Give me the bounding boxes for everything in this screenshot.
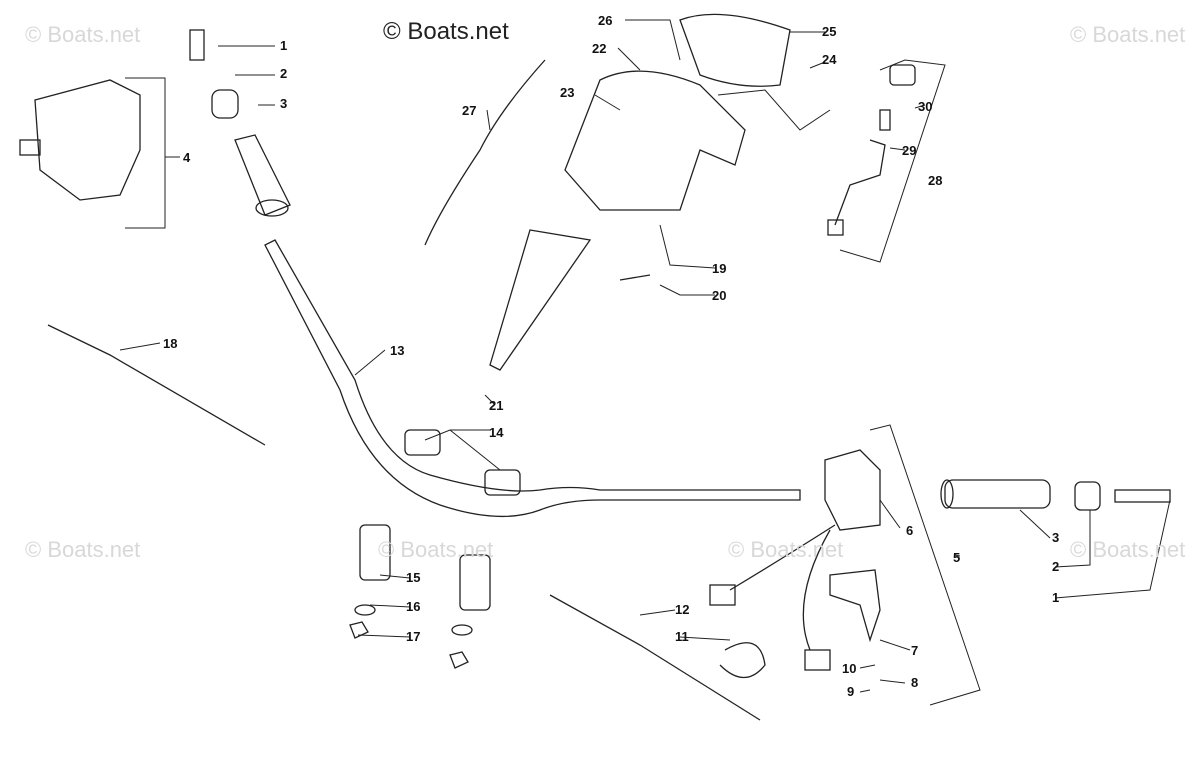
callout-17: 17 xyxy=(406,629,421,644)
callout-22: 22 xyxy=(592,41,607,56)
throttle-assembly-4 xyxy=(34,79,141,201)
handlebar xyxy=(264,239,801,518)
watermark-main: © Boats.net xyxy=(383,18,509,45)
callout-16: 16 xyxy=(406,599,421,614)
hood-cover-23 xyxy=(564,70,746,211)
callout-1: 1 xyxy=(280,38,288,53)
watermark: © Boats.net xyxy=(1070,537,1186,562)
callout-4: 4 xyxy=(183,150,191,165)
callout-19: 19 xyxy=(712,261,727,276)
cable-18 xyxy=(47,324,266,446)
callout-29: 29 xyxy=(902,143,917,158)
cable-12 xyxy=(549,594,761,721)
callout-5: 5 xyxy=(953,550,961,565)
watermark: © Boats.net xyxy=(378,537,494,562)
bracket-20 xyxy=(489,229,651,371)
callout-27: 27 xyxy=(462,103,477,118)
callout-28: 28 xyxy=(928,173,943,188)
switch-housing-6 xyxy=(824,449,881,531)
riser-15a xyxy=(359,524,391,581)
callout-14: 14 xyxy=(489,425,504,440)
riser-15b xyxy=(459,554,491,611)
watermark: © Boats.net xyxy=(1070,22,1186,47)
watermark: © Boats.net xyxy=(25,537,141,562)
grip-3-left xyxy=(234,134,291,216)
callout-2: 2 xyxy=(280,66,288,81)
bolt-1-right xyxy=(1114,489,1171,503)
callout-13: 13 xyxy=(390,343,405,358)
callout-24: 24 xyxy=(822,52,837,67)
callout-2-right: 2 xyxy=(1052,559,1060,574)
callout-9: 9 xyxy=(847,684,855,699)
callout-1-right: 1 xyxy=(1052,590,1060,605)
callout-20: 20 xyxy=(712,288,727,303)
end-weight-2-right xyxy=(1074,481,1101,511)
watermark: © Boats.net xyxy=(25,22,141,47)
switch-7 xyxy=(829,569,881,643)
callout-8: 8 xyxy=(911,675,919,690)
callout-21: 21 xyxy=(489,398,504,413)
callout-3: 3 xyxy=(280,96,288,111)
callout-10: 10 xyxy=(842,661,857,676)
watermark: © Boats.net xyxy=(728,537,844,562)
callout-23: 23 xyxy=(560,85,575,100)
callout-11: 11 xyxy=(675,629,689,644)
clamp-14b xyxy=(484,469,521,496)
callout-15: 15 xyxy=(406,570,421,585)
callout-18: 18 xyxy=(163,336,178,351)
end-weight-2-left xyxy=(211,89,239,119)
clip-11 xyxy=(719,642,766,679)
callout-3-right: 3 xyxy=(1052,530,1060,545)
grip-3-right xyxy=(944,479,1051,509)
leader-lines xyxy=(119,19,1171,706)
callout-6: 6 xyxy=(906,523,914,538)
callout-26: 26 xyxy=(598,13,613,28)
callout-12: 12 xyxy=(675,602,690,617)
knob-30 xyxy=(889,64,916,86)
callout-25: 25 xyxy=(822,24,837,39)
cable-27 xyxy=(424,59,546,246)
callout-7: 7 xyxy=(911,643,919,658)
speedometer-25 xyxy=(679,13,791,87)
bolt-1-left xyxy=(189,29,205,61)
wiring-harness xyxy=(729,524,836,651)
clamp-14a xyxy=(404,429,441,456)
callout-30: 30 xyxy=(918,99,933,114)
